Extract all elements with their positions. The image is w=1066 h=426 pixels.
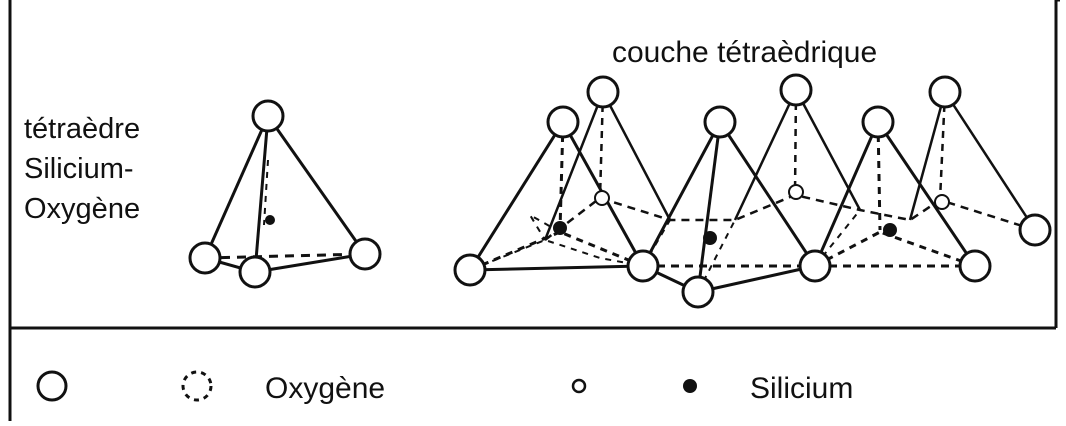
oxygen-atom: [928, 75, 962, 109]
legend-silicon-hidden-icon: [571, 378, 587, 394]
legend-oxygen-dashed-icon: [181, 370, 213, 402]
oxygen-atom: [238, 255, 272, 289]
single-tetrahedron: [188, 99, 382, 289]
tetrahedron-label: tétraèdre Silicium- Oxygène: [24, 113, 140, 225]
hidden-silicon-atom: [788, 184, 804, 200]
legend-oxygen-solid-icon: [36, 370, 68, 402]
silicon-atom: [883, 223, 897, 237]
legend-oxygen-label: Oxygène: [265, 372, 385, 405]
legend: Oxygène Silicium: [36, 370, 853, 405]
oxygen-atom: [188, 241, 222, 275]
oxygen-atom: [681, 275, 715, 309]
sheet-hidden-silicon: [594, 184, 950, 210]
hidden-silicon-atom: [594, 190, 610, 206]
oxygen-atom: [1018, 213, 1052, 247]
legend-silicon-label: Silicium: [750, 372, 853, 405]
frame: [8, 0, 1060, 421]
oxygen-atom: [626, 249, 660, 283]
oxygen-atom: [958, 249, 992, 283]
hidden-silicon-atom: [934, 194, 950, 210]
front-tetrahedra: [468, 121, 977, 294]
sheet-oxygen-atoms: [453, 73, 1052, 309]
oxygen-atom: [861, 105, 895, 139]
oxygen-atom: [586, 75, 620, 109]
oxygen-atom: [779, 73, 813, 107]
silicon-atom: [703, 231, 717, 245]
tetrahedral-sheet: [453, 73, 1052, 309]
oxygen-atom: [251, 99, 285, 133]
back-tetrahedra: [543, 89, 1037, 241]
sheet-silicon-atoms: [553, 221, 897, 245]
legend-silicon-solid-icon: [683, 379, 697, 393]
tetrahedron-label-line2: Silicium-: [24, 153, 134, 185]
oxygen-atom: [453, 253, 487, 287]
oxygen-atom: [348, 237, 382, 271]
silicon-atom: [553, 221, 567, 235]
oxygen-atom: [703, 105, 737, 139]
oxygen-atom: [546, 105, 580, 139]
tetrahedron-label-line3: Oxygène: [24, 193, 140, 225]
sheet-title: couche tétraèdrique: [612, 36, 877, 69]
silicon-atom: [265, 215, 275, 225]
oxygen-atom: [798, 249, 832, 283]
tetrahedron-label-line1: tétraèdre: [24, 113, 140, 145]
